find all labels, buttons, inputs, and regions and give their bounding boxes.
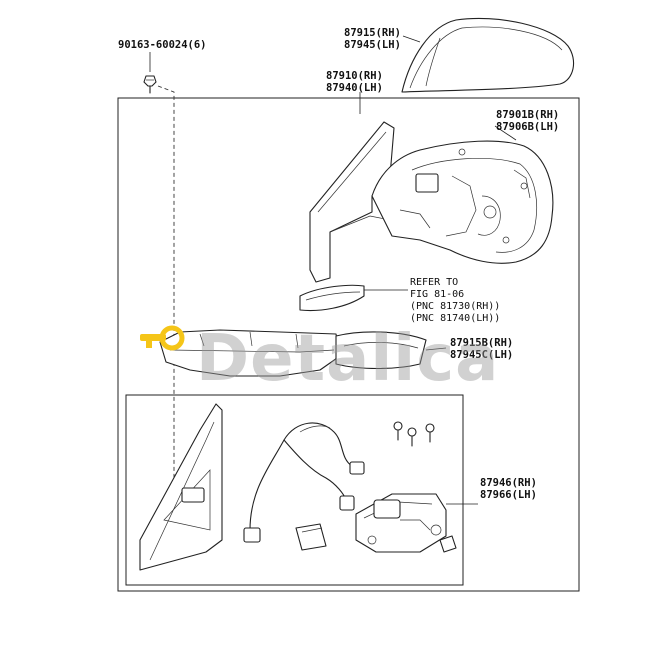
housing-callout-lh: 87906B(LH) [496, 121, 559, 133]
garnish-callout-lh: 87945C(LH) [450, 349, 513, 361]
watermark: Detalica [140, 322, 499, 396]
key-logo-icon [140, 325, 185, 351]
mirror-housing-part[interactable] [371, 140, 554, 264]
mirror-motor-part[interactable] [355, 493, 457, 553]
cover-callout-rh: 87915(RH) [344, 27, 401, 39]
reference-note-1: REFER TO [410, 277, 458, 288]
lower-garnish-part[interactable] [159, 329, 341, 377]
reference-note-4: (PNC 81740(LH)) [410, 313, 500, 324]
garnish-panel-part[interactable] [335, 331, 427, 370]
bolt-part[interactable] [143, 75, 157, 94]
bolt-dashed-line [157, 85, 175, 540]
wire-harness-part[interactable] [243, 422, 365, 543]
mirror-bracket-part[interactable] [139, 403, 223, 571]
assembly-frame [117, 97, 580, 592]
cover-callout-lh: 87945(LH) [344, 39, 401, 51]
subassembly-frame [125, 394, 464, 586]
motor-callout-lh: 87966(LH) [480, 489, 537, 501]
connector-part[interactable] [295, 523, 327, 551]
turn-signal-lens-part[interactable] [299, 284, 365, 311]
reference-note-3: (PNC 81730(RH)) [410, 301, 500, 312]
housing-callout-rh: 87901B(RH) [496, 109, 559, 121]
bolt-callout: 90163-60024(6) [118, 39, 207, 51]
reference-note-2: FIG 81-06 [410, 289, 464, 300]
assy-callout-rh: 87910(RH) [326, 70, 383, 82]
mirror-cover-part[interactable] [401, 17, 575, 93]
screw-part[interactable] [393, 421, 435, 447]
watermark-text: Detalica [196, 322, 499, 396]
assy-callout-lh: 87940(LH) [326, 82, 383, 94]
motor-callout-rh: 87946(RH) [480, 477, 537, 489]
garnish-callout-rh: 87915B(RH) [450, 337, 513, 349]
